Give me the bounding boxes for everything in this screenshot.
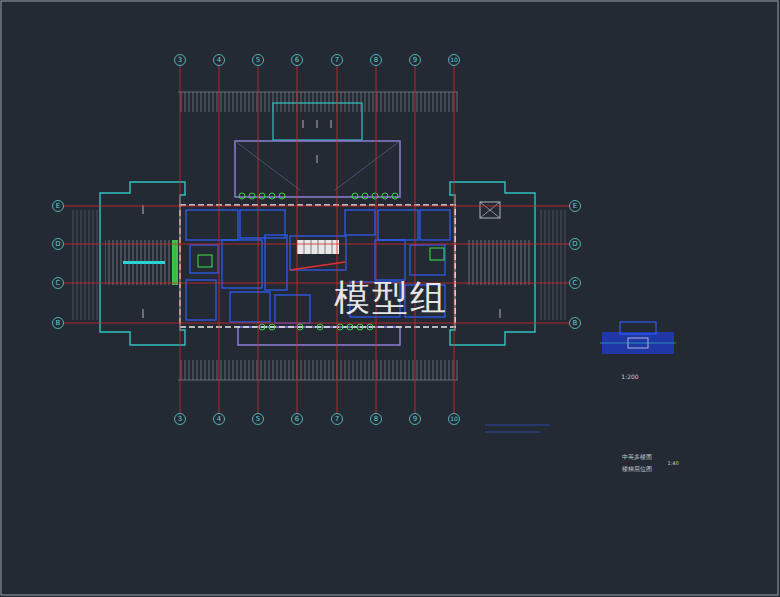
grid-axis-label: 9 (413, 57, 417, 64)
scale-label: 1:40 (667, 461, 678, 466)
grid-axis-label: C (56, 280, 61, 287)
grid-axis-label: 8 (374, 416, 378, 423)
grid-axis-label: 5 (256, 416, 260, 423)
grid-axis-label: 3 (178, 416, 182, 423)
grid-axis-label: E (56, 203, 60, 210)
grid-axis-label: 6 (295, 57, 299, 64)
drawing-title: 中英多楼面 (622, 454, 652, 460)
grid-axis-label: 3 (178, 57, 182, 64)
grid-axis-label: 9 (413, 416, 417, 423)
grid-axis-label: 5 (256, 57, 260, 64)
grid-axis-label: 7 (335, 416, 339, 423)
grid-axis-label: D (572, 241, 577, 248)
watermark: 模型组 (334, 280, 448, 316)
grid-axis-label: B (56, 320, 61, 327)
grid-axis-label: D (55, 241, 60, 248)
grid-axis-label: 4 (217, 57, 221, 64)
grid-axis-label: E (573, 203, 577, 210)
grid-axis-label: 8 (374, 57, 378, 64)
grid-axis-label: B (573, 320, 578, 327)
grid-axis-label: 10 (450, 57, 458, 63)
grid-axis-label: 10 (450, 416, 458, 422)
grid-axis-label: C (573, 280, 578, 287)
grid-axis-label: 4 (217, 416, 221, 423)
grid-axis-label: 6 (295, 416, 299, 423)
grid-axis-label: 7 (335, 57, 339, 64)
drawing-title: 楼梯层位图 (622, 466, 652, 472)
scale-label: 1:200 (621, 374, 638, 380)
